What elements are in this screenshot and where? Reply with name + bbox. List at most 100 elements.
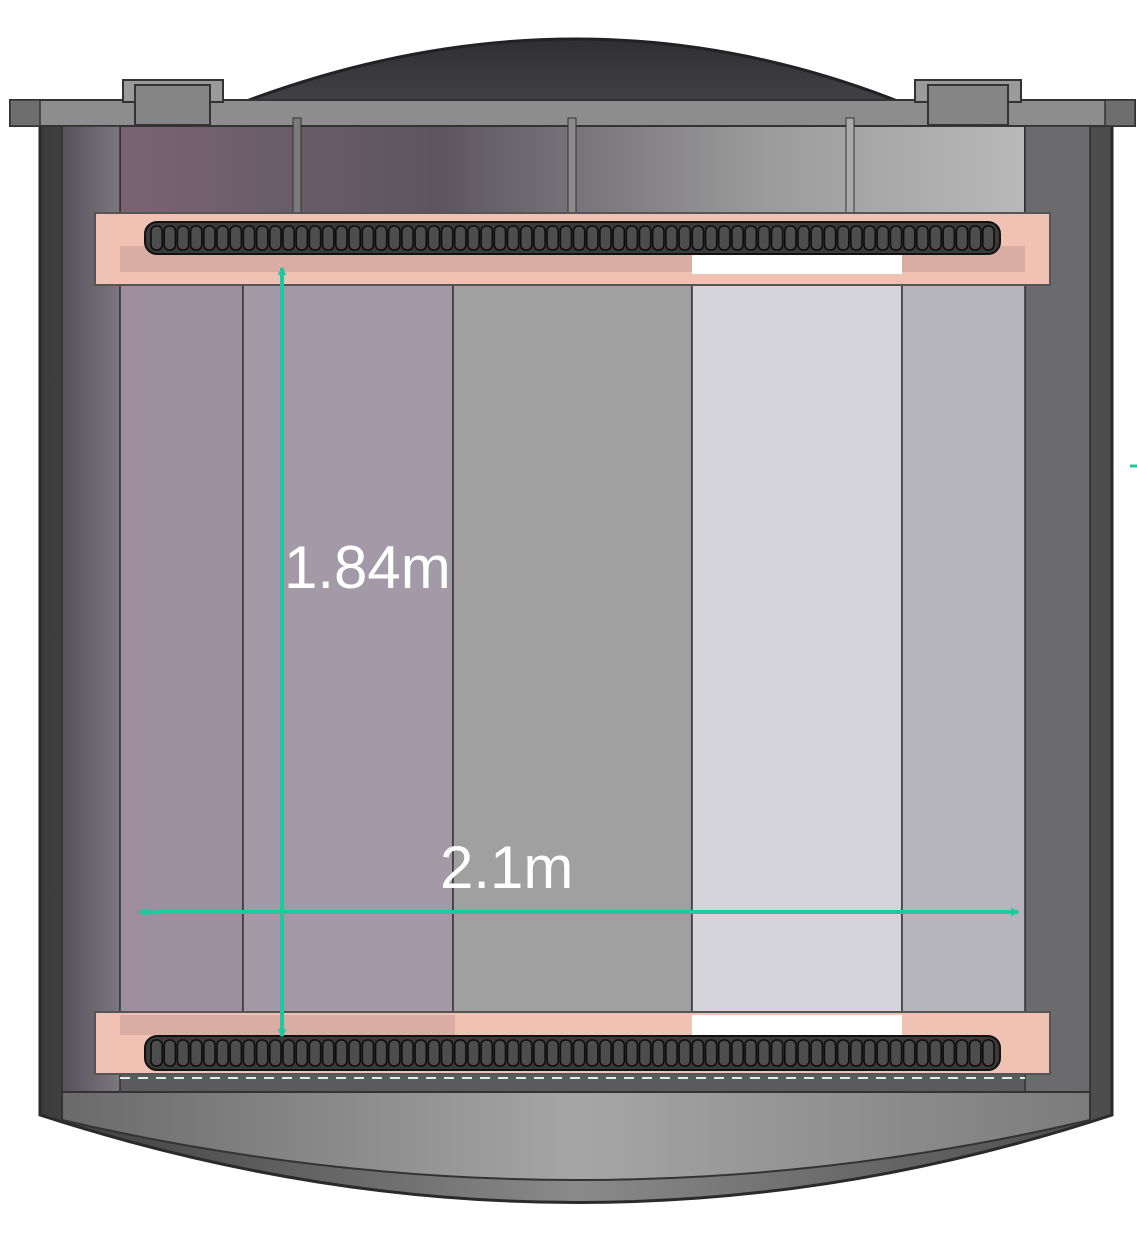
pmt-tube [770, 1039, 784, 1067]
pmt-tube [308, 225, 322, 251]
pmt-tube [242, 1039, 256, 1067]
pmt-tube [414, 225, 428, 251]
pmt-tube [216, 1039, 229, 1067]
pmt-tube [493, 1039, 507, 1067]
pmt-tube [744, 225, 758, 251]
pmt-tube [348, 1039, 361, 1067]
pmt-tube [783, 225, 797, 251]
top-frame [94, 212, 1051, 286]
port-left [122, 79, 224, 126]
port-right [914, 79, 1022, 126]
pmt-tube [902, 225, 916, 251]
pmt-tube [704, 225, 718, 251]
pmt-tube [876, 1039, 890, 1067]
pmt-tube [255, 1039, 269, 1067]
pmt-tube [955, 1039, 969, 1067]
pmt-tube [849, 1039, 863, 1067]
pmt-tube [387, 1039, 401, 1067]
pmt-tube [731, 1039, 744, 1067]
pmt-tube [955, 225, 969, 251]
bottom-bowl [61, 1077, 1091, 1181]
pmt-tube [453, 225, 467, 251]
pmt-tube [334, 1039, 348, 1067]
pmt-tube [981, 1039, 995, 1067]
pmt-tube [414, 1039, 428, 1067]
pmt-tube [361, 225, 375, 251]
field-cage-panels [119, 279, 1026, 1016]
pmt-tube [533, 225, 546, 251]
pmt-tube [506, 1039, 520, 1067]
pmt-tube [440, 1039, 454, 1067]
pmt-tube [216, 225, 229, 251]
pmt-tube [229, 225, 243, 251]
pmt-tube [599, 1039, 612, 1067]
pmt-tube [334, 225, 348, 251]
pmt-tube [691, 1039, 705, 1067]
pmt-tube [585, 225, 599, 251]
pmt-tube [163, 225, 177, 251]
pmt-tube [625, 1039, 639, 1067]
pmt-tube [427, 1039, 441, 1067]
pmt-tube [387, 225, 401, 251]
pmt-tube [480, 1039, 494, 1067]
pmt-tube [427, 225, 441, 251]
pmt-tube [203, 1039, 216, 1067]
pmt-tube [942, 1039, 956, 1067]
pmt-tube [295, 1039, 309, 1067]
height-label: 1.84m [284, 534, 451, 601]
pmt-tube [282, 1039, 295, 1067]
inner-wall-left [61, 125, 121, 1097]
pmt-tube [836, 225, 850, 251]
pmt-tube [493, 225, 507, 251]
pmt-tube [915, 1039, 929, 1067]
panel-4 [691, 279, 903, 1016]
pmt-tube [942, 225, 956, 251]
panel-2 [242, 279, 454, 1016]
pmt-tube [744, 1039, 758, 1067]
pmt-tube [506, 225, 520, 251]
pmt-tube [929, 225, 942, 251]
pmt-tube [876, 225, 890, 251]
pmt-tube [797, 1039, 810, 1067]
pmt-tube [651, 225, 665, 251]
pmt-tube [757, 225, 771, 251]
pmt-tube [374, 1039, 388, 1067]
headspace [119, 117, 1026, 219]
panel-5 [901, 279, 1026, 1016]
pmt-tube [770, 225, 784, 251]
pmt-tube [519, 225, 533, 251]
pmt-tube [559, 225, 573, 251]
pmt-tube [678, 225, 692, 251]
pmt-tube [691, 225, 705, 251]
pmt-tube [929, 1039, 942, 1067]
pmt-tube [638, 225, 652, 251]
pmt-row-top [150, 225, 995, 251]
pmt-tube [717, 1039, 731, 1067]
pmt-tube [401, 225, 414, 251]
pmt-tube [612, 225, 626, 251]
pmt-tube [163, 1039, 177, 1067]
pmt-tube [915, 225, 929, 251]
pmt-tube [572, 1039, 586, 1067]
pmt-tube [783, 1039, 797, 1067]
pmt-tube [665, 225, 678, 251]
pmt-tube [823, 1039, 837, 1067]
pmt-tube [572, 225, 586, 251]
pmt-tube [810, 225, 824, 251]
pmt-tube [361, 1039, 375, 1067]
panel-1 [119, 279, 244, 1016]
pmt-tube [348, 225, 361, 251]
pmt-tube [704, 1039, 718, 1067]
pmt-tube [308, 1039, 322, 1067]
pmt-tube [559, 1039, 573, 1067]
pmt-tube [150, 1039, 163, 1067]
pmt-tube [546, 225, 560, 251]
pmt-tube [757, 1039, 771, 1067]
pmt-tube [665, 1039, 678, 1067]
pmt-tube [863, 225, 876, 251]
pmt-tube [189, 225, 203, 251]
pmt-tube [599, 225, 612, 251]
pmt-tube [255, 225, 269, 251]
pmt-tube [823, 225, 837, 251]
